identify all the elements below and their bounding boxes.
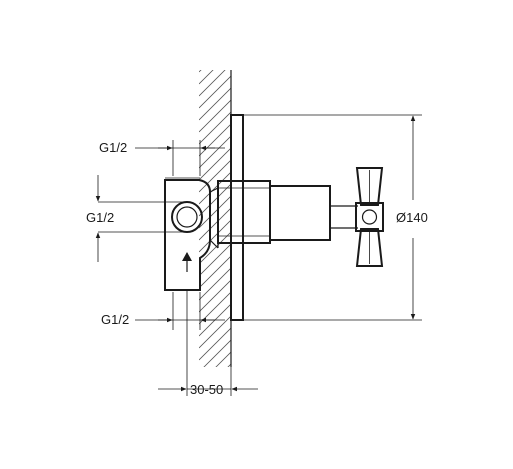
wall-hatch-line [199,159,231,193]
wall-hatch-line [199,267,231,301]
wall-hatch-line [203,339,231,367]
wall-hatch-line [199,207,231,241]
dimension-outlet-bottom: G1/2 [101,292,225,330]
flow-arrow-icon [182,252,192,272]
wall-hatch-line [199,111,231,145]
label-install-depth: 30-50 [190,382,223,397]
wall-hatch-line [199,123,231,157]
wall-hatch-line [199,231,231,265]
side-inlet-port [171,201,203,233]
label-inlet-top: G1/2 [99,140,127,155]
wall-hatch-line [199,75,231,109]
wall-hatch-line [199,171,231,205]
valve-body [164,177,219,291]
wall-hatch-line [199,135,231,169]
dimension-inlet-side: G1/2 [86,175,185,262]
wall-hatch-line [199,195,231,229]
dimension-install-depth: 30-50 [158,290,258,397]
wall-hatch-line [215,351,231,367]
label-outlet-bottom: G1/2 [101,312,129,327]
wall-hatch-line [199,255,231,289]
wall-hatch-line [199,70,226,97]
wall-hatch-line [199,99,231,133]
wall-hatch-line [199,327,231,361]
wall-hatch-line [199,315,231,349]
wall-hatch-line [199,219,231,253]
wall-hatch-line [199,70,202,73]
spindle-sleeve [217,180,358,244]
wall-hatch-line [199,279,231,313]
wall-hatch-line [199,183,231,217]
wall-section [199,70,232,367]
label-inlet-side: G1/2 [86,210,114,225]
wall-hatch-line [199,291,231,325]
label-plate-diameter: Ø140 [396,210,428,225]
wall-hatch-line [199,147,231,181]
cover-plate [230,114,244,321]
wall-hatch-line [199,87,231,121]
cross-handle [355,167,384,267]
dimension-plate-diameter: Ø140 [244,114,428,321]
dimension-inlet-top: G1/2 [99,140,225,176]
wall-hatch-line [199,70,214,85]
wall-hatch-line [199,243,231,277]
